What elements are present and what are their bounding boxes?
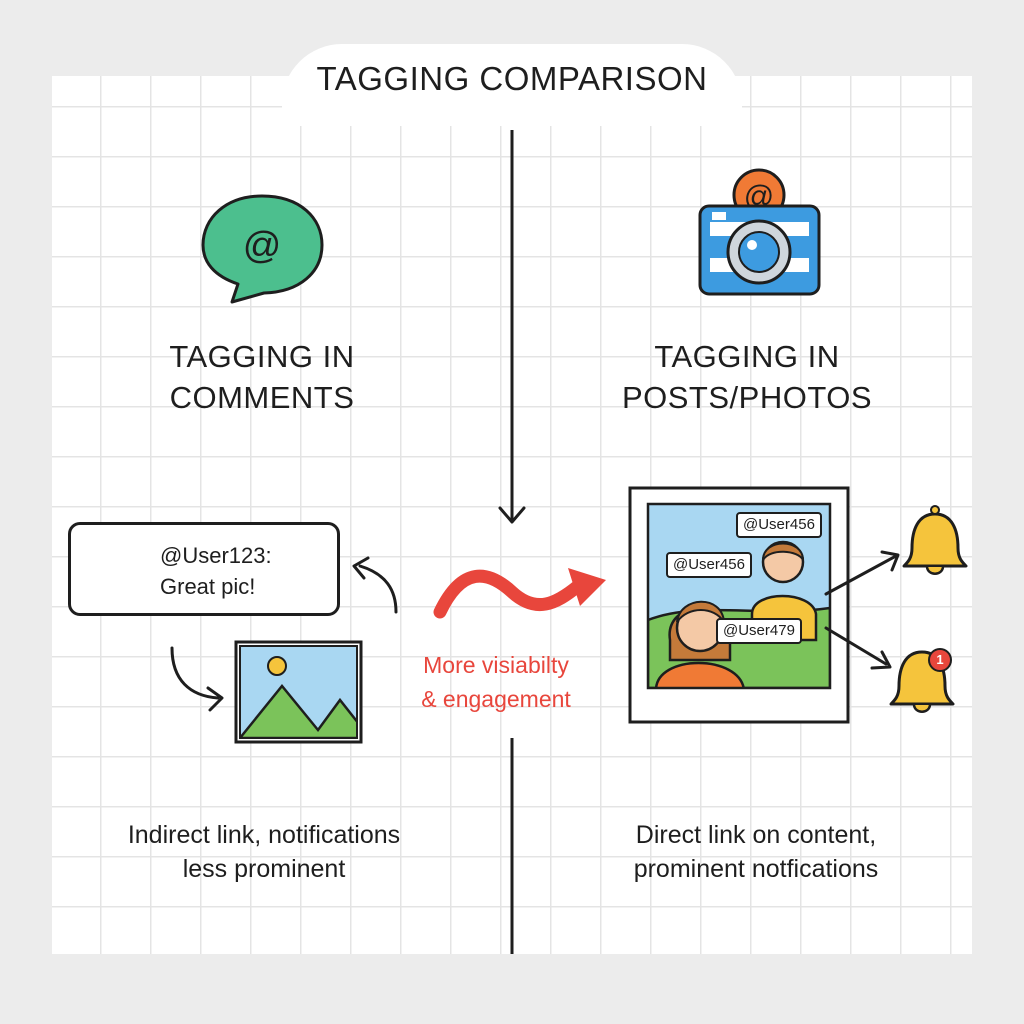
comment-text: @User123: Great pic! [160,540,272,602]
engagement-arrow-icon [433,568,606,619]
right-heading-line1: TAGGING IN [654,339,840,374]
curved-arrow [358,564,398,614]
photo-tag: @User456 [736,512,822,538]
left-caption: Indirect link, notifications less promin… [86,818,442,886]
photo-tag: @User479 [716,618,802,644]
center-divider [498,130,526,954]
left-heading-line1: TAGGING IN [169,339,355,374]
right-heading: TAGGING IN POSTS/PHOTOS [612,336,882,418]
center-label: More visiabilty & engagement [400,648,592,716]
notification-arrow-2 [824,626,888,666]
right-caption-line1: Direct link on content, [635,821,877,849]
camera-at-icon: @ [698,168,821,296]
comment-body: Great pic! [160,574,256,599]
tagged-photo [628,486,850,724]
svg-text:@: @ [243,225,282,267]
diagram-title: TAGGING COMPARISON [316,60,708,97]
title-tab [282,44,742,126]
right-heading-line2: POSTS/PHOTOS [621,380,873,415]
comment-user: @User123: [160,543,272,568]
center-label-line2: & engagement [421,686,571,712]
left-caption-line1: Indirect link, notifications [127,821,401,849]
curved-arrow-down [170,646,220,700]
comment-card [68,522,340,616]
at-speech-bubble-icon: @ [201,194,324,304]
bell-badge-icon [889,648,955,713]
left-heading: TAGGING IN COMMENTS [132,336,392,418]
right-caption-line2: prominent notfications [633,855,879,883]
bell-icon [902,505,968,575]
right-caption: Direct link on content, prominent notfic… [598,818,914,886]
center-label-line1: More visiabilty [423,652,569,678]
notification-badge-count: 1 [936,652,944,667]
landscape-image-icon [234,640,363,744]
left-caption-line2: less prominent [182,855,346,883]
notification-arrow [824,554,898,596]
photo-tag: @User456 [666,552,752,578]
left-heading-line2: COMMENTS [169,380,355,415]
